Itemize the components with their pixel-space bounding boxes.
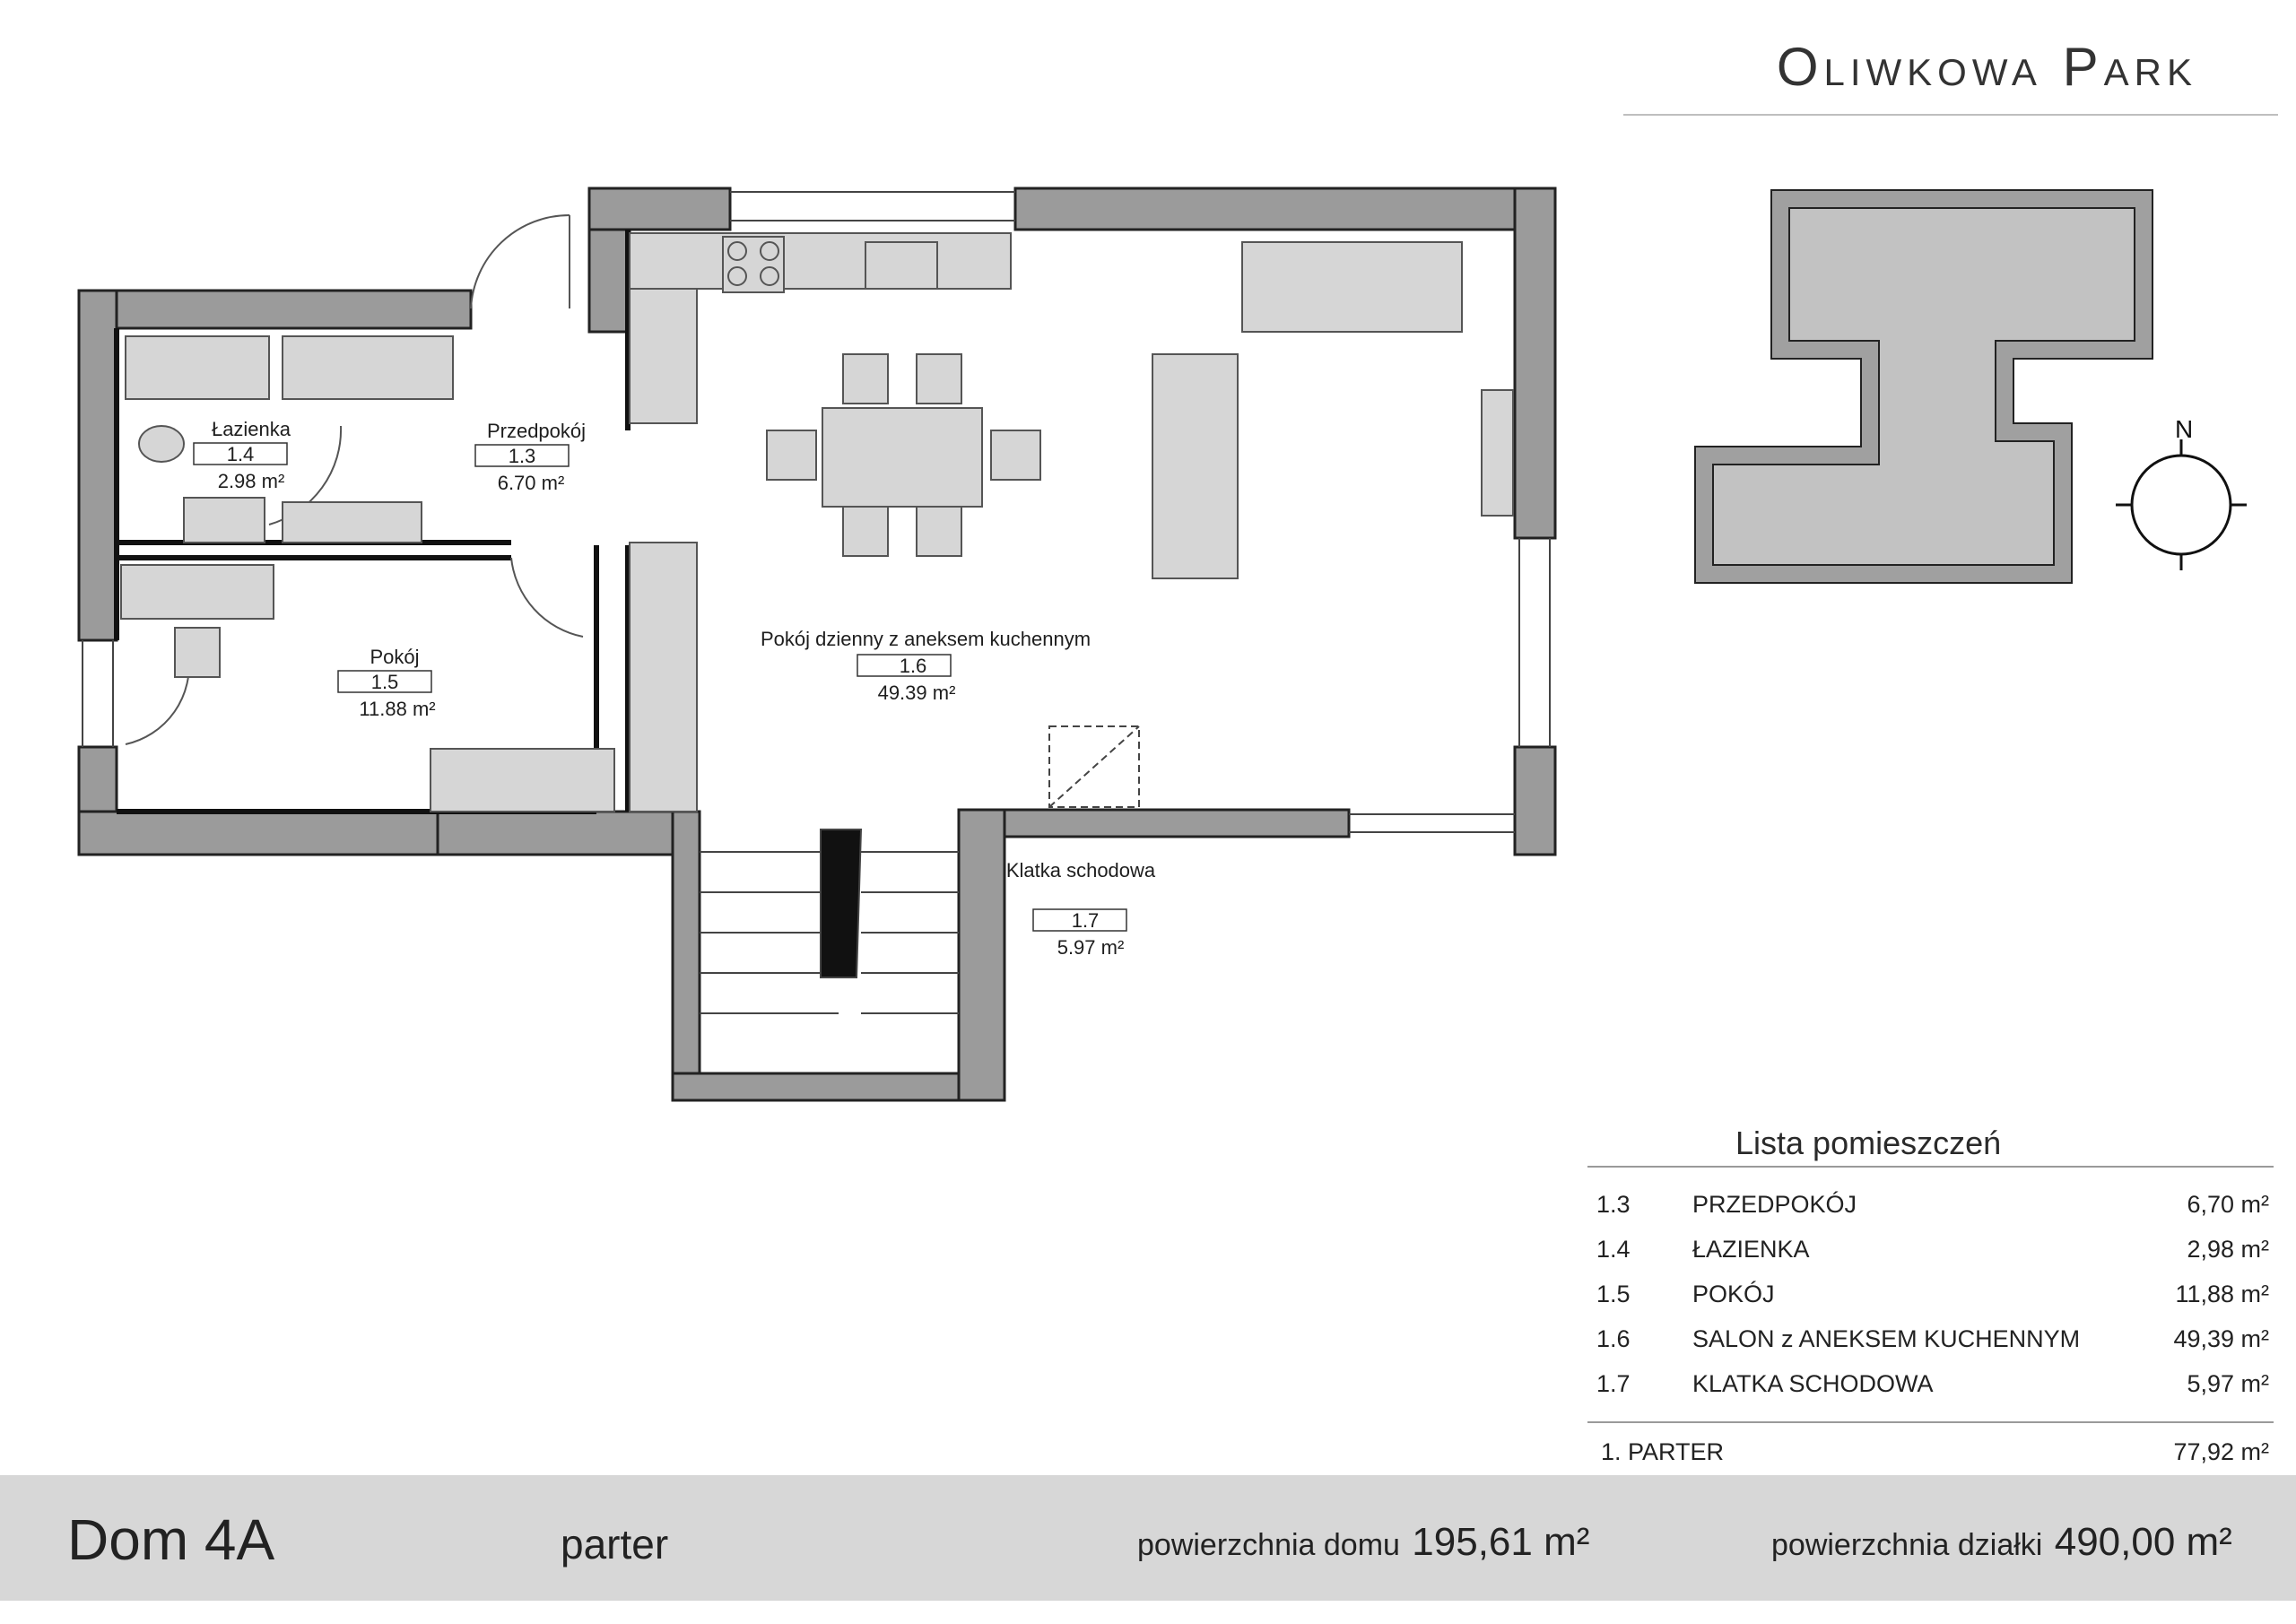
room-label-1-6: Pokój dzienny z aneksem kuchennym 1.6 49… (761, 628, 1091, 704)
house-area-label: powierzchnia domu (1137, 1528, 1400, 1562)
room-label-1-5: Pokój 1.5 11.88 m² (337, 646, 436, 720)
room-list-number: 1.4 (1596, 1236, 1631, 1263)
room-list-row: 1.7 KLATKA SCHODOWA 5,97 m² (1596, 1370, 2269, 1415)
windows (82, 191, 1551, 833)
room-list-total-label: 1. PARTER (1601, 1438, 1725, 1465)
compass-icon: N (2116, 415, 2247, 570)
room-name: Pokój dzienny z aneksem kuchennym (761, 628, 1091, 650)
room-list-name: POKÓJ (1692, 1281, 1775, 1307)
room-list-area: 11,88 m² (2175, 1281, 2269, 1307)
walls (77, 187, 1557, 1102)
brand-title: Oliwkowa Park (1776, 37, 2197, 97)
room-list-title: Lista pomieszczeń (1735, 1125, 2002, 1161)
room-list-number: 1.6 (1596, 1325, 1631, 1352)
brand-divider (1623, 114, 2278, 116)
plot-area-value: 490,00 m² (2054, 1520, 2232, 1564)
room-list-row: 1.4 ŁAZIENKA 2,98 m² (1596, 1236, 2269, 1281)
plot-area-label: powierzchnia działki (1771, 1528, 2043, 1562)
room-name: Przedpokój (487, 420, 586, 442)
room-list-name: SALON z ANEKSEM KUCHENNYM (1692, 1325, 2081, 1352)
room-list-number: 1.3 (1596, 1191, 1631, 1218)
room-number: 1.4 (227, 443, 255, 465)
room-list-name: PRZEDPOKÓJ (1692, 1191, 1857, 1218)
room-list-divider-bottom (1587, 1421, 2274, 1423)
room-list-row: 1.5 POKÓJ 11,88 m² (1596, 1281, 2269, 1325)
room-list-divider-top (1587, 1166, 2274, 1168)
stairs (700, 725, 1140, 1014)
floor-name: parter (561, 1521, 669, 1568)
room-name: Pokój (370, 646, 419, 668)
room-area: 11.88 m² (359, 698, 435, 720)
room-number: 1.6 (900, 655, 927, 677)
room-list-area: 49,39 m² (2173, 1325, 2269, 1352)
room-name: Klatka schodowa (1006, 859, 1156, 881)
room-number: 1.3 (509, 445, 536, 467)
room-list-area: 5,97 m² (2187, 1370, 2269, 1397)
house-area-value: 195,61 m² (1412, 1520, 1590, 1564)
room-list-number: 1.7 (1596, 1370, 1631, 1397)
room-list-name: ŁAZIENKA (1692, 1236, 1810, 1263)
room-list-area: 6,70 m² (2187, 1191, 2269, 1218)
room-area: 2.98 m² (218, 470, 285, 492)
plot-area: powierzchnia działki 490,00 m² (1771, 1520, 2232, 1565)
room-number: 1.5 (371, 671, 399, 693)
footer-bar: Dom 4A parter powierzchnia domu 195,61 m… (0, 1475, 2296, 1601)
room-list-total: 1. PARTER 77,92 m² (1601, 1438, 2269, 1466)
room-area: 49.39 m² (878, 682, 956, 704)
room-list-name: KLATKA SCHODOWA (1692, 1370, 1934, 1397)
room-list-number: 1.5 (1596, 1281, 1631, 1307)
room-area: 6.70 m² (498, 472, 565, 494)
house-area: powierzchnia domu 195,61 m² (1137, 1520, 1589, 1565)
room-number: 1.7 (1072, 909, 1100, 932)
furniture (120, 232, 1514, 812)
room-list-area: 2,98 m² (2187, 1236, 2269, 1263)
house-name: Dom 4A (67, 1507, 275, 1572)
key-plan-inner (1712, 207, 2135, 566)
room-name: Łazienka (212, 418, 291, 440)
room-label-1-4: Łazienka 1.4 2.98 m² (193, 418, 291, 492)
room-label-1-7: Klatka schodowa 1.7 5.97 m² (1006, 859, 1156, 959)
room-list-row: 1.3 PRZEDPOKÓJ 6,70 m² (1596, 1191, 2269, 1236)
room-list: 1.3 PRZEDPOKÓJ 6,70 m² 1.4 ŁAZIENKA 2,98… (1596, 1191, 2269, 1415)
room-label-1-3: Przedpokój 1.3 6.70 m² (474, 420, 586, 494)
compass-north-label: N (2175, 415, 2193, 443)
room-list-total-area: 77,92 m² (2173, 1438, 2269, 1465)
room-list-row: 1.6 SALON z ANEKSEM KUCHENNYM 49,39 m² (1596, 1325, 2269, 1370)
room-area: 5.97 m² (1057, 936, 1125, 959)
